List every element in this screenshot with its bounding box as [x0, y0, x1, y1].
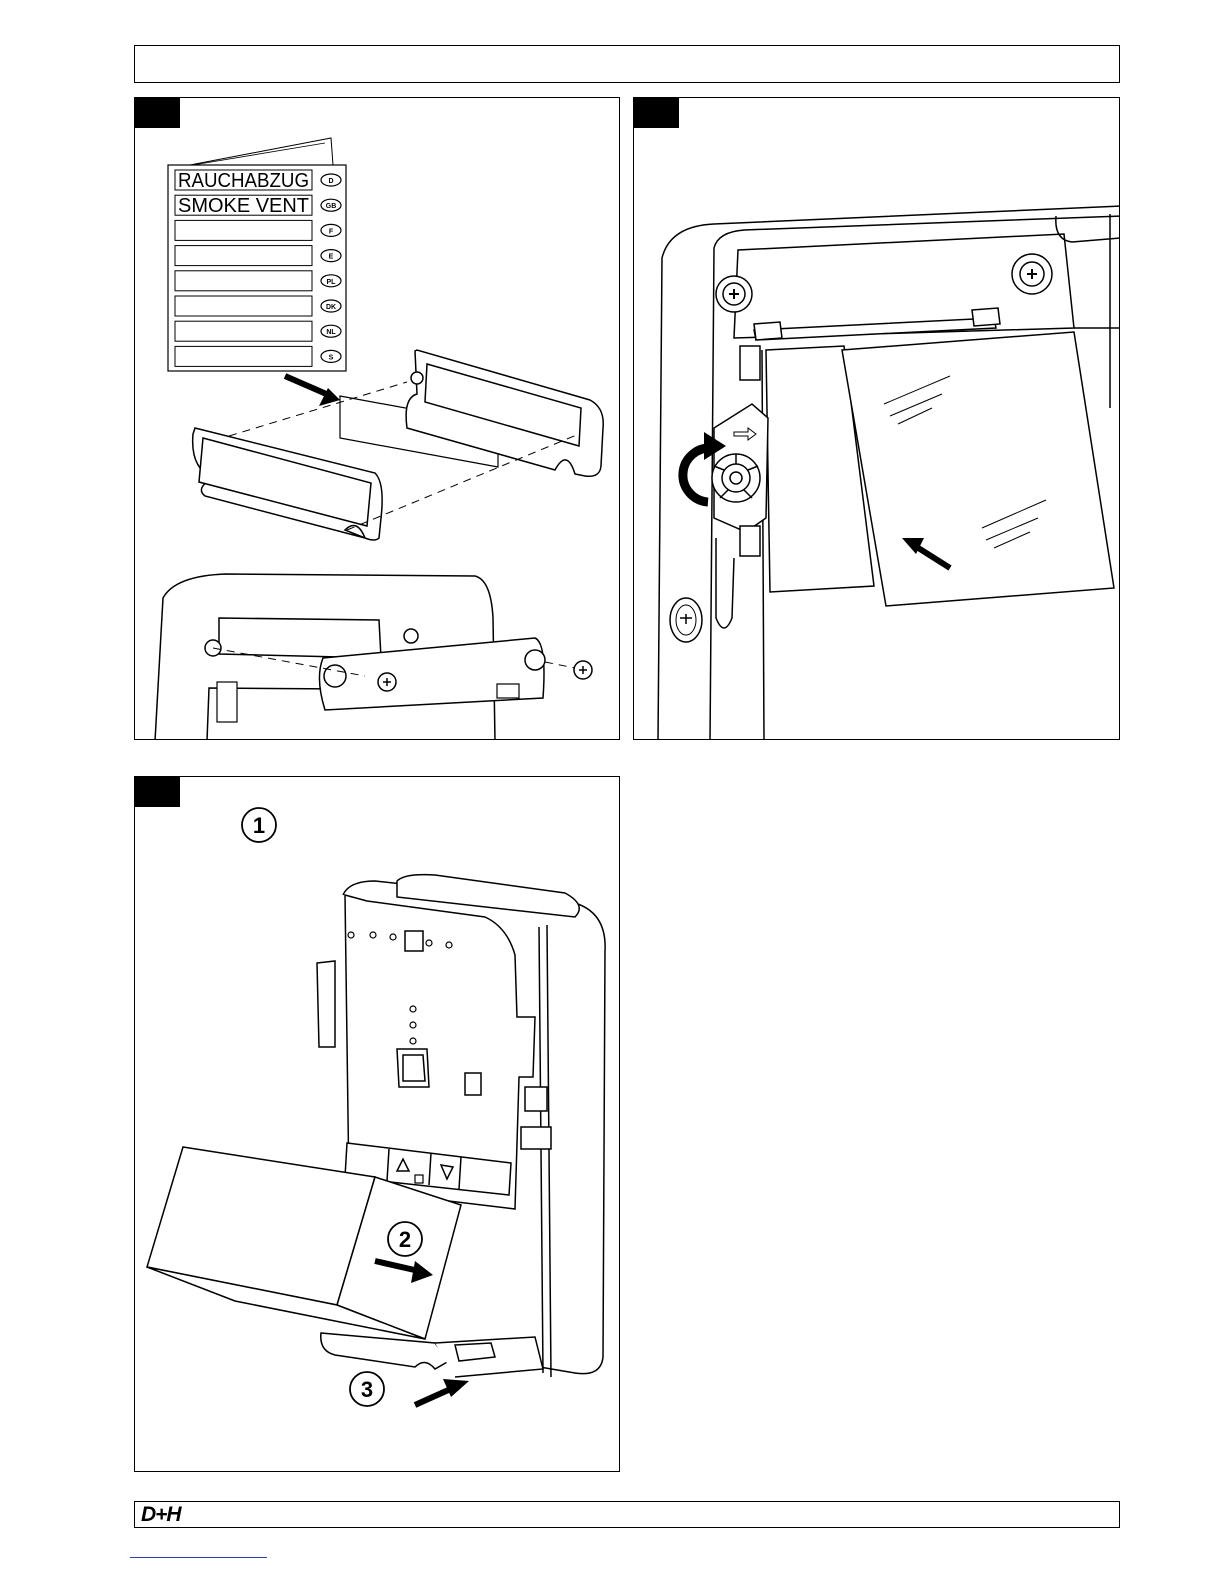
- step-3-label: 3: [361, 1377, 373, 1402]
- language-label-text: SMOKE VENT: [178, 195, 309, 217]
- language-label-box: [175, 246, 312, 266]
- brand-logo: D+H: [139, 1504, 219, 1528]
- step-2-label: 2: [399, 1227, 411, 1252]
- language-code-text: D: [328, 178, 333, 185]
- language-label-box: [175, 346, 312, 366]
- brand-logo-text: D+H: [141, 1503, 181, 1527]
- language-label-box: [175, 296, 312, 316]
- language-label-text: RAUCHABZUG: [178, 170, 309, 192]
- figure-panel-module-removal: 1 2 3: [134, 776, 620, 1472]
- bottom-rule: [130, 1557, 267, 1558]
- label-insert-illustration: RAUCHABZUG D SMOKE VENT GB F E PL DK NL S: [135, 98, 620, 740]
- language-label-box: [175, 321, 312, 341]
- footer-bar: [134, 1501, 1120, 1528]
- language-code-text: F: [329, 228, 334, 235]
- language-code-text: S: [329, 354, 334, 361]
- language-code-text: NL: [326, 329, 336, 336]
- figure-panel-label-insert: RAUCHABZUG D SMOKE VENT GB F E PL DK NL S: [134, 97, 620, 740]
- step-1-label: 1: [253, 813, 265, 838]
- language-label-box: [175, 271, 312, 291]
- module-removal-illustration: 1 2 3: [135, 777, 620, 1472]
- language-code-text: E: [329, 254, 334, 261]
- language-code-text: PL: [327, 279, 337, 286]
- header-bar: [134, 45, 1120, 83]
- glass-insert-illustration: [634, 98, 1120, 740]
- language-code-text: GB: [326, 203, 337, 210]
- language-code-text: DK: [326, 304, 336, 311]
- language-label-box: [175, 220, 312, 240]
- figure-panel-glass-insert: [633, 97, 1120, 740]
